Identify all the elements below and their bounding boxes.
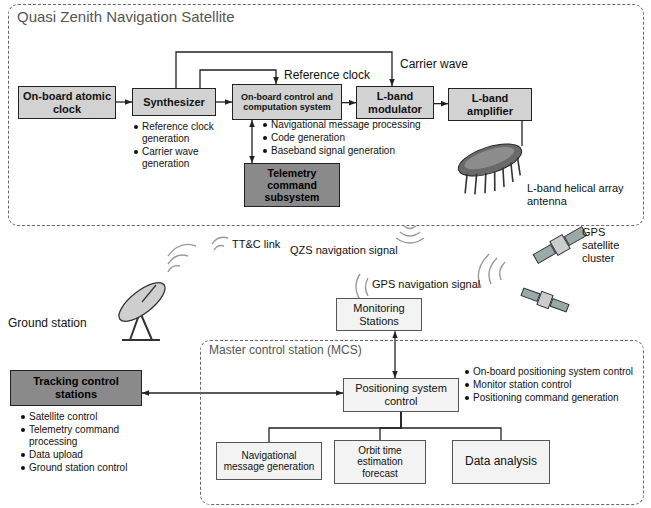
connector <box>342 102 356 103</box>
box-label: Data analysis <box>465 455 537 469</box>
bullet-dot <box>21 453 25 457</box>
connector <box>116 101 132 102</box>
box-label: L-band modulator <box>361 90 429 115</box>
box-label: Orbit time estimation forecast <box>339 445 421 480</box>
process-box: Synthesizer <box>132 88 216 116</box>
connector <box>401 412 501 440</box>
bullet-dot <box>21 428 25 432</box>
connector <box>380 412 401 440</box>
process-box: L-band amplifier <box>448 88 532 121</box>
function-box: Orbit time estimation forecast <box>334 440 426 484</box>
connector <box>216 101 232 102</box>
bullet-item: Code generation <box>262 132 437 144</box>
gps-signal-waves <box>478 254 505 288</box>
region-title: Master control station (MCS) <box>209 344 362 358</box>
box-label: Synthesizer <box>143 96 205 109</box>
box-label: Telemetry command subsystem <box>249 167 335 203</box>
box-label: On-board atomic clock <box>23 90 111 115</box>
bullet-item: Carrier wave generation <box>133 146 229 170</box>
box-label: Navigational message generation <box>221 450 317 473</box>
station-box: Monitoring Stations <box>336 298 422 331</box>
bullet-item: Monitor station control <box>464 379 646 391</box>
box-label: L-band amplifier <box>453 92 527 117</box>
ground-station-dish <box>113 276 171 340</box>
function-box: Navigational message generation <box>216 442 322 480</box>
edge-label: Reference clock <box>282 68 372 82</box>
bullet-dot <box>465 396 469 400</box>
station-box: Tracking control stations <box>10 370 142 406</box>
box-label: On-board control and computation system <box>237 92 337 113</box>
box-label: Positioning system control <box>348 382 454 407</box>
ttc-waves <box>168 237 228 272</box>
bullet-dot <box>263 149 267 153</box>
annotation: QZS navigation signal <box>290 244 410 257</box>
bullet-item: Positioning command generation <box>464 392 646 404</box>
region-title: Quasi Zenith Navigation Satellite <box>17 8 235 25</box>
bullet-item: Satellite control <box>20 411 148 423</box>
connector <box>269 412 401 442</box>
edge-label: Carrier wave <box>398 57 470 71</box>
box-label: Monitoring Stations <box>341 302 417 327</box>
connector <box>394 331 395 378</box>
process-box: On-board control and computation system <box>232 84 342 120</box>
helical-antenna <box>454 137 531 200</box>
bullet-dot <box>465 370 469 374</box>
bullet-dot <box>263 136 267 140</box>
bullet-dot <box>21 415 25 419</box>
annotation: Ground station <box>8 316 100 330</box>
subsystem-box: Telemetry command subsystem <box>244 163 340 207</box>
bullet-dot <box>465 383 469 387</box>
bullet-dot <box>134 125 138 129</box>
bullet-item: Data upload <box>20 449 148 461</box>
process-box: L-band modulator <box>356 86 434 119</box>
bullet-item: Reference clock generation <box>133 121 229 145</box>
connector <box>142 392 343 393</box>
bullet-dot <box>21 466 25 470</box>
connector <box>434 103 448 104</box>
bullet-item: Telemetry command processing <box>20 424 148 448</box>
box-label: Tracking control stations <box>15 375 137 400</box>
annotation: L-band helical array antenna <box>527 182 639 208</box>
feed-line <box>521 118 522 146</box>
mcs-region: Master control station (MCS) Positioning … <box>200 340 644 505</box>
bullet-dot <box>263 123 267 127</box>
function-box: Data analysis <box>452 440 550 484</box>
annotation: GPS navigation signal <box>372 278 502 291</box>
control-box: Positioning system control <box>343 378 459 412</box>
connector <box>251 120 252 163</box>
bullet-item: On-board positioning system control <box>464 366 646 378</box>
annotation: GPS satellite cluster <box>582 226 644 265</box>
bullet-item: Navigational message processing <box>262 119 437 131</box>
bullet-item: Baseband signal generation <box>262 145 437 157</box>
connector <box>176 52 392 88</box>
bullet-item: Ground station control <box>20 462 148 474</box>
process-box: On-board atomic clock <box>18 86 116 119</box>
gps-satellite <box>520 224 588 315</box>
bullet-dot <box>134 150 138 154</box>
